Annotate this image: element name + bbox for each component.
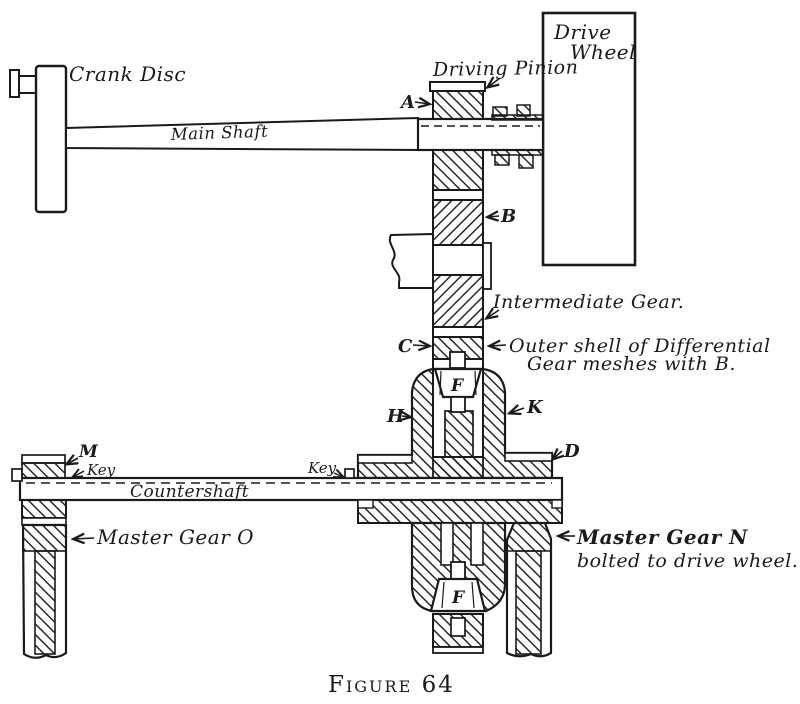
arrow-a <box>414 102 429 104</box>
arrow-key-center <box>334 473 343 477</box>
countershaft <box>18 476 564 502</box>
channel-left <box>440 522 454 566</box>
label-master-gear-n-note: bolted to drive wheel. <box>577 550 798 572</box>
hub-strip-bottom <box>491 149 544 156</box>
label-driving-pinion: Driving Pinion <box>432 56 579 81</box>
differential-housing-lower <box>357 499 563 654</box>
label-key-left: Key <box>86 461 116 479</box>
label-key-center: Key <box>307 459 337 477</box>
label-k: K <box>526 397 544 418</box>
crank-pin <box>18 75 37 94</box>
hub-m-cap <box>21 454 66 464</box>
hub-over-shaft <box>432 456 484 479</box>
crank-disc-body <box>34 64 68 214</box>
arrow-intermediate-gear <box>487 310 500 318</box>
bottom-pin <box>450 617 466 637</box>
lower-flange-band <box>357 499 563 524</box>
crank-pin-cap <box>9 69 20 98</box>
label-m: M <box>78 442 99 462</box>
intermediate-gear-block <box>432 274 484 328</box>
label-master-gear-o: Master Gear O <box>96 525 254 549</box>
column-band-1 <box>432 189 484 201</box>
gear-o-rim <box>22 524 67 552</box>
shell-key <box>449 351 466 369</box>
pinion-hub-teeth <box>491 104 544 169</box>
bevel-gear-f-lower <box>429 577 487 613</box>
label-drive-wheel-2: Wheel <box>570 40 636 64</box>
figure-caption: Figure 64 <box>328 672 455 698</box>
crank-disc <box>9 64 68 214</box>
label-master-gear-n: Master Gear N <box>576 525 748 549</box>
arrow-outer-shell <box>490 345 507 346</box>
hub-tooth-4 <box>518 154 534 169</box>
frame-bracket <box>388 232 434 289</box>
flange-h-cap <box>357 454 413 464</box>
gear-n-web <box>515 550 542 655</box>
label-outer-shell-2: Gear meshes with B. <box>527 353 736 375</box>
label-outer-shell-1: Outer shell of Differential <box>509 335 771 357</box>
bevel-face-line <box>441 581 445 609</box>
arrow-k <box>510 408 525 413</box>
gear-o-hub <box>21 499 67 519</box>
gear-o-web <box>34 550 56 655</box>
label-f-upper: F <box>450 376 465 396</box>
label-d: D <box>563 441 580 462</box>
arrow-b <box>488 216 499 217</box>
band-step-right <box>551 499 563 509</box>
pinion-lower-block <box>432 149 484 191</box>
gear-n-rim <box>506 522 552 552</box>
bevel-face-line <box>471 581 475 609</box>
label-crank-disc: Crank Disc <box>69 62 186 86</box>
arrow-c <box>412 345 429 346</box>
label-f-lower: F <box>451 588 466 608</box>
pinion-a-block <box>432 90 484 120</box>
label-intermediate-gear: Intermediate Gear. <box>492 291 684 313</box>
bevel-pin-upper <box>450 396 466 413</box>
differential-housing-upper <box>356 351 554 480</box>
shaft-end-step <box>11 468 23 482</box>
band-step-left <box>357 499 374 509</box>
label-b: B <box>500 206 516 227</box>
hub-tooth-3 <box>494 154 510 166</box>
drive-wheel <box>541 11 637 267</box>
master-gear-n <box>505 521 553 658</box>
arrow-master-gear-o <box>74 538 95 539</box>
hub-tooth-1 <box>492 106 508 117</box>
bevel-pin-lower <box>450 561 466 580</box>
label-a: A <box>399 92 415 113</box>
master-gear-o <box>21 499 68 659</box>
label-c: C <box>398 336 413 357</box>
arrow-m <box>67 458 78 464</box>
label-drive-wheel-1: Drive <box>553 20 612 44</box>
bevel-face-line <box>474 370 477 396</box>
shaft-boss <box>416 117 545 152</box>
countershaft-key <box>344 468 355 479</box>
hub-m-body <box>21 462 66 479</box>
hub-tab <box>482 242 492 290</box>
gear-column <box>429 81 492 370</box>
column-band-2 <box>432 326 484 338</box>
arrow-driving-pinion <box>488 78 501 87</box>
flange-d-cap <box>504 452 553 462</box>
hub-m <box>21 454 66 479</box>
channel-right <box>470 522 484 566</box>
bottom-base <box>432 646 484 654</box>
label-main-shaft: Main Shaft <box>169 122 268 144</box>
label-countershaft: Countershaft <box>130 482 249 502</box>
gear-b-block <box>432 199 484 246</box>
spider-column <box>444 410 474 458</box>
arrow-h <box>402 416 410 417</box>
pinion-cap <box>429 81 486 92</box>
bevel-face-line <box>439 370 442 396</box>
hub-band <box>432 244 484 276</box>
arrow-d <box>553 451 562 459</box>
hub-tooth-2 <box>516 104 531 117</box>
arrow-key-left <box>73 471 85 477</box>
